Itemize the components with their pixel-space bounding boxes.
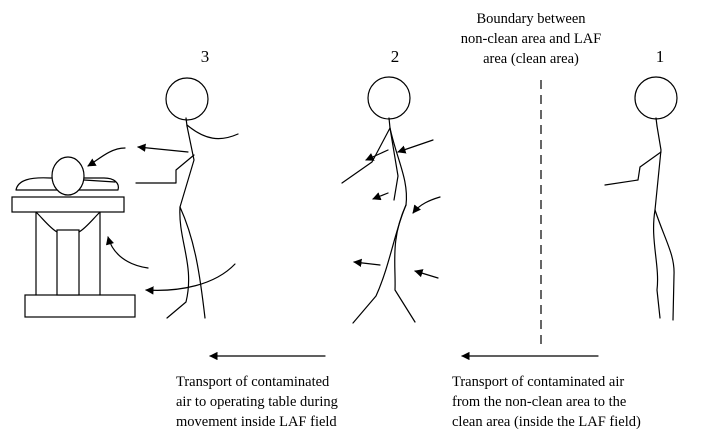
airflow-arrows-table — [87, 143, 236, 295]
caption-left-line-3: movement inside LAF field — [176, 414, 337, 430]
caption-left-line-1: Transport of contaminated — [176, 374, 330, 390]
arrow-p2-back-low — [414, 269, 439, 279]
person-3-head — [165, 77, 209, 121]
arrow-p2-front-low — [353, 258, 381, 268]
table-top — [11, 196, 125, 213]
arrow-p2-chest-in — [397, 139, 434, 154]
figure-2-number: 2 — [391, 47, 400, 66]
arrow-p2-back-mid — [412, 196, 441, 214]
person-2-leg-back — [352, 204, 407, 324]
person-3-torso — [179, 125, 195, 208]
table-base — [24, 294, 136, 318]
person-3-arm-front — [135, 154, 195, 184]
patient-body — [15, 177, 119, 191]
figure-1-number: 1 — [656, 47, 665, 66]
caption-right-line-3: clean area (inside the LAF field) — [452, 414, 641, 430]
person-3-leg-back — [179, 206, 206, 319]
person-2 — [341, 76, 416, 324]
person-2-head — [367, 76, 411, 120]
person-2-arm-back — [389, 127, 399, 201]
operating-table — [11, 156, 136, 318]
person-1-leg-front — [652, 209, 661, 319]
person-3-leg-front — [166, 206, 190, 319]
table-pedestal — [56, 229, 80, 296]
arrow-p2-front-upper — [365, 149, 389, 161]
patient-head — [51, 156, 85, 196]
person-3-arm-back — [186, 124, 239, 140]
person-1-leg-back — [654, 209, 675, 321]
person-2-neck — [388, 117, 391, 129]
person-1-neck — [655, 117, 658, 127]
person-1 — [604, 76, 678, 321]
boundary-line-1: Boundary between — [476, 11, 586, 27]
person-1-torso — [654, 125, 662, 211]
person-1-arm — [604, 151, 662, 186]
person-2-arm-front — [341, 127, 391, 184]
caption-right-line-2: from the non-clean area to the — [452, 394, 626, 410]
arrow-to-patient-head — [87, 147, 126, 167]
arrow-from-person-3-lower — [145, 263, 236, 295]
person-3 — [135, 77, 239, 319]
figure-3-number: 3 — [201, 47, 210, 66]
person-2-torso — [389, 127, 408, 206]
arrow-to-table-side — [105, 236, 149, 269]
patient-arm — [83, 179, 116, 183]
table-pedestal-support — [35, 211, 101, 296]
caption-right-line-1: Transport of contaminated air — [452, 374, 624, 390]
arrow-p2-front-mid — [372, 192, 389, 201]
person-1-head — [634, 76, 678, 120]
boundary-line-2: non-clean area and LAF — [461, 31, 602, 47]
person-2-leg-front — [394, 204, 416, 323]
airflow-arrows-person-2 — [353, 139, 441, 279]
arrow-from-person-3-upper — [137, 143, 189, 153]
caption-left-line-2: air to operating table during — [176, 394, 338, 410]
boundary-line-3: area (clean area) — [483, 51, 579, 67]
